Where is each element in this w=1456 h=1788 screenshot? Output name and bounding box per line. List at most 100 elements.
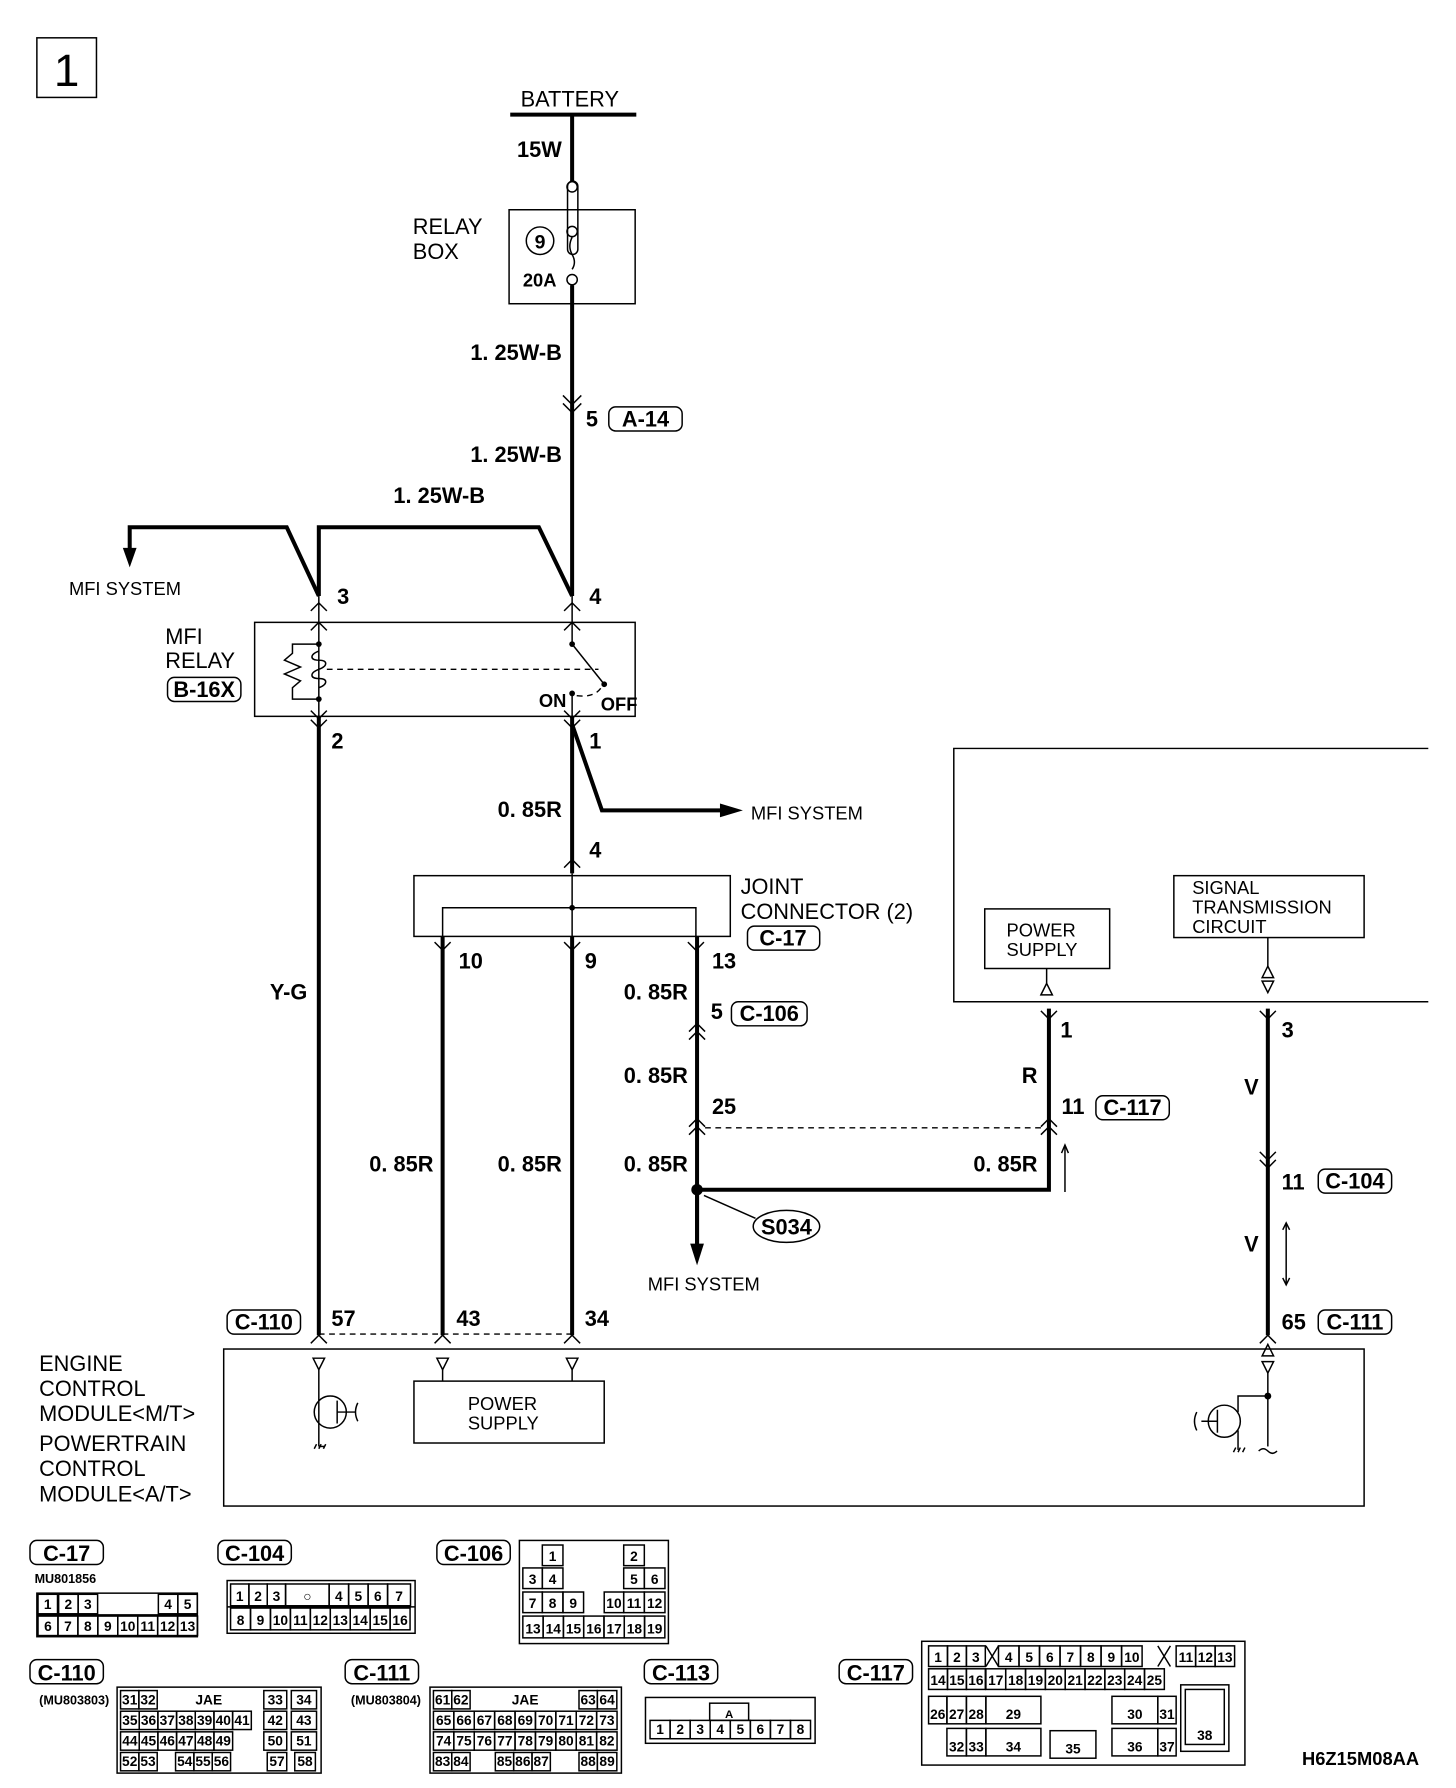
mfi-system-label: MFI SYSTEM bbox=[648, 1274, 760, 1295]
part-number: (MU803803) bbox=[39, 1693, 109, 1707]
pin-number: 89 bbox=[599, 1754, 615, 1769]
pin-number: 41 bbox=[234, 1713, 250, 1728]
ecm-label: CONTROL bbox=[39, 1456, 145, 1481]
pin-cell bbox=[231, 1710, 253, 1731]
pin-cell bbox=[177, 1593, 199, 1615]
pin-1: 1 bbox=[1060, 1017, 1072, 1042]
pin-cell bbox=[1049, 1729, 1097, 1759]
pin-cell bbox=[37, 1593, 59, 1615]
joint-connector-label-2: CONNECTOR (2) bbox=[741, 899, 914, 924]
transistor-icon bbox=[313, 1369, 359, 1450]
pin-number: 9 bbox=[257, 1613, 265, 1628]
pin-number: 16 bbox=[586, 1621, 602, 1636]
pin-cell bbox=[1214, 1645, 1236, 1668]
connector-id-a14[interactable]: A-14 bbox=[622, 406, 669, 431]
wire-label: 0. 85R bbox=[498, 797, 562, 822]
wire-to-mfi-system-2[interactable] bbox=[570, 723, 723, 813]
pin-number: 3 bbox=[273, 1589, 281, 1604]
wire-s034-to-c117[interactable] bbox=[697, 1008, 1051, 1192]
pin-number: 44 bbox=[122, 1734, 138, 1749]
pin-number: 8 bbox=[237, 1613, 245, 1628]
pin-number: 1 bbox=[236, 1589, 244, 1604]
relay-box-label-2: BOX bbox=[413, 239, 459, 264]
pin-number: 17 bbox=[606, 1621, 622, 1636]
pin-cell bbox=[595, 1710, 618, 1731]
mfi-system-label: MFI SYSTEM bbox=[751, 803, 863, 824]
fuse-number: 9 bbox=[535, 232, 546, 254]
connector-id-c104[interactable]: C-104 bbox=[1325, 1169, 1384, 1194]
pin-number: 7 bbox=[1066, 1650, 1074, 1665]
wire-label: 1. 25W-B bbox=[470, 442, 561, 467]
connector-c117: 11 C-117 bbox=[1040, 1094, 1171, 1136]
joint-connector: 4 JOINT CONNECTOR (2) C-17 10 9 13 bbox=[413, 837, 914, 973]
signal-label-3: CIRCUIT bbox=[1192, 916, 1266, 937]
pin-number: 57 bbox=[269, 1754, 285, 1769]
pin-cell bbox=[1120, 1645, 1143, 1668]
pin-number: 10 bbox=[1124, 1650, 1140, 1665]
connector-id-b16x[interactable]: B-16X bbox=[173, 677, 235, 702]
pin-cell bbox=[985, 1727, 1042, 1757]
pin-cell bbox=[643, 1615, 666, 1639]
wire-label: 0. 85R bbox=[369, 1151, 433, 1176]
page-number-box: 1 bbox=[36, 37, 98, 99]
pin-number: 38 bbox=[1197, 1728, 1213, 1743]
pin-number: 4 bbox=[549, 1572, 557, 1587]
pin-number: 63 bbox=[581, 1692, 597, 1707]
pin-number: 48 bbox=[197, 1734, 213, 1749]
pin-number: 34 bbox=[1006, 1739, 1022, 1754]
part-number: MU801856 bbox=[35, 1572, 97, 1586]
pin-cell bbox=[138, 1751, 158, 1772]
fuse-number-circle bbox=[525, 226, 555, 256]
pin-number: 14 bbox=[353, 1613, 369, 1628]
pin-number: 8 bbox=[84, 1619, 92, 1634]
wire-to-mfi-system-1[interactable] bbox=[127, 525, 321, 597]
splice-id[interactable]: S034 bbox=[761, 1214, 812, 1239]
battery: BATTERY bbox=[510, 87, 637, 117]
connector-id-c110[interactable]: C-110 bbox=[235, 1310, 293, 1335]
pin-number: ○ bbox=[303, 1589, 311, 1604]
pin-number: 25 bbox=[1147, 1673, 1163, 1688]
pin-number: 47 bbox=[178, 1734, 194, 1749]
pin-number: 22 bbox=[1087, 1673, 1103, 1688]
pin-number: 43 bbox=[296, 1713, 312, 1728]
pin-number: 53 bbox=[140, 1754, 156, 1769]
pin-number: 19 bbox=[1028, 1673, 1044, 1688]
mfi-relay: MFI RELAY B-16X 3 4 ON OFF 2 1 bbox=[165, 584, 637, 753]
pin-number: 56 bbox=[214, 1754, 230, 1769]
pin-3: 3 bbox=[1282, 1017, 1294, 1042]
pin-number: 31 bbox=[1159, 1707, 1175, 1722]
pin-number: 5 bbox=[355, 1589, 363, 1604]
connector-a14: 5 A-14 bbox=[562, 394, 683, 432]
connector-id-c17[interactable]: C-17 bbox=[759, 926, 806, 951]
pin-number: 23 bbox=[1107, 1673, 1123, 1688]
wire-bridge[interactable] bbox=[316, 525, 574, 597]
connector-face-id: C-113 bbox=[652, 1660, 710, 1685]
pin-number: 13 bbox=[180, 1619, 196, 1634]
pin-number: 14 bbox=[930, 1673, 946, 1688]
connector-id-c111[interactable]: C-111 bbox=[1327, 1310, 1384, 1335]
pin-number: 31 bbox=[122, 1692, 138, 1707]
pin-number: 73 bbox=[599, 1713, 615, 1728]
connector-c104: 11 C-104 bbox=[1259, 1151, 1393, 1195]
pin-9: 9 bbox=[585, 948, 597, 973]
pin-number: 10 bbox=[606, 1596, 622, 1611]
connector-face-id: C-110 bbox=[38, 1660, 96, 1685]
relay-box: RELAY BOX 9 20A bbox=[413, 180, 636, 305]
pin-number: 6 bbox=[757, 1722, 765, 1737]
key-label: A bbox=[725, 1709, 733, 1721]
pin-cell bbox=[541, 1567, 564, 1590]
connector-id-c106[interactable]: C-106 bbox=[740, 1001, 799, 1026]
connector-id-c117[interactable]: C-117 bbox=[1104, 1095, 1162, 1120]
pin-number: 12 bbox=[160, 1619, 176, 1634]
wire-label: 0. 85R bbox=[498, 1151, 562, 1176]
pin-number: 11 bbox=[1179, 1650, 1194, 1665]
pin-cell bbox=[290, 1710, 318, 1731]
wire-label: 0. 85R bbox=[624, 979, 688, 1004]
off-label: OFF bbox=[601, 694, 638, 715]
pin-number: 35 bbox=[122, 1713, 138, 1728]
pin-number: 76 bbox=[477, 1734, 493, 1749]
pin-cell bbox=[1143, 1668, 1166, 1691]
ecm-label: POWERTRAIN bbox=[39, 1431, 186, 1456]
pin-number: 85 bbox=[497, 1754, 513, 1769]
